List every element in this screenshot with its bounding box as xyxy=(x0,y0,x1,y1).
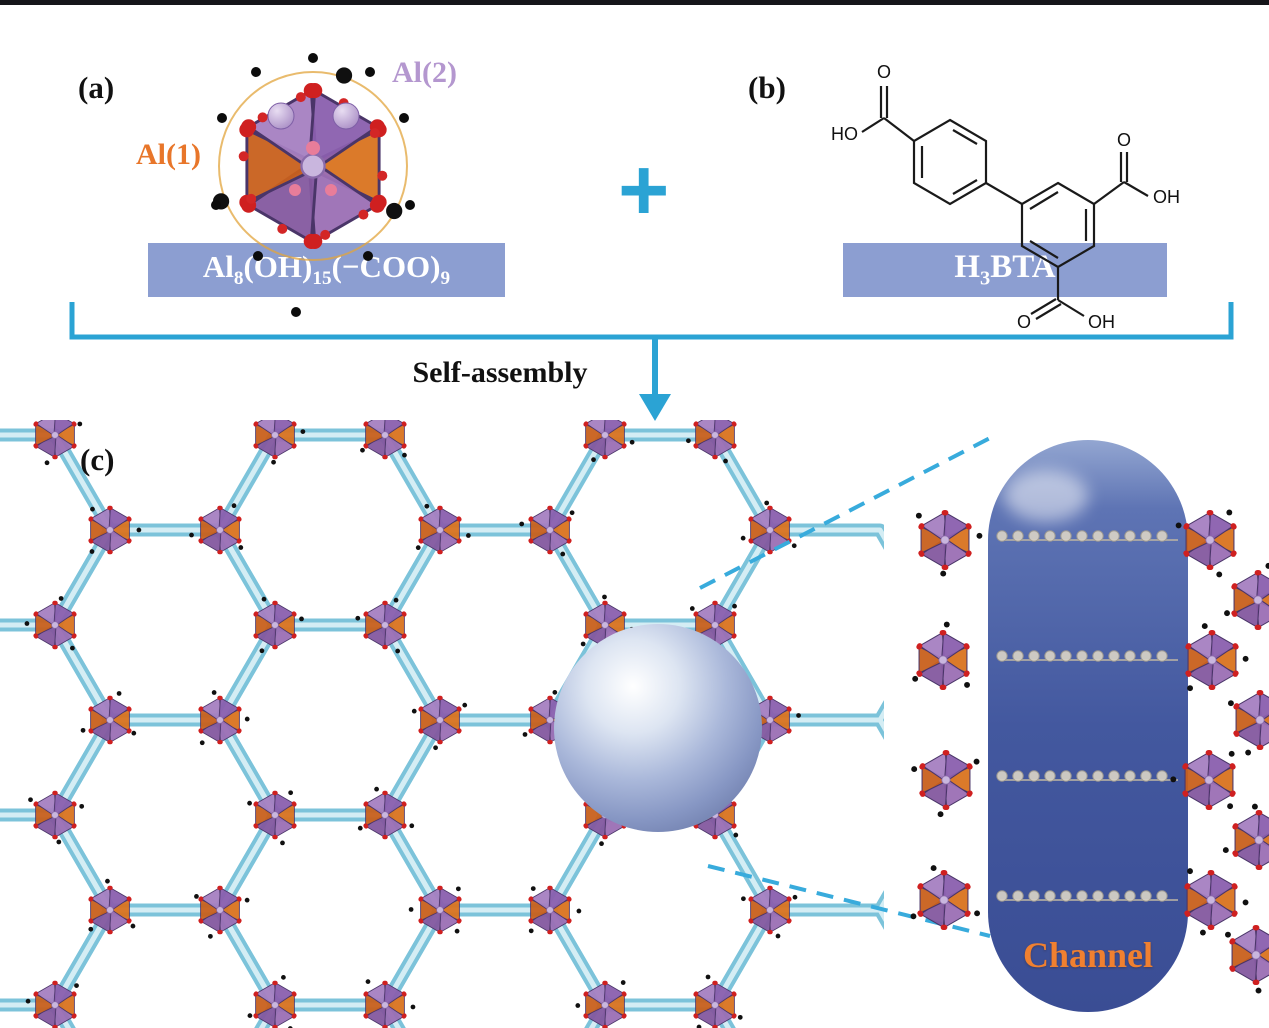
linker-name-banner: H3BTA xyxy=(843,243,1167,297)
bond-lines xyxy=(861,86,1149,320)
al-cluster-glyph xyxy=(88,878,136,935)
panel-a-label: (a) xyxy=(78,70,115,105)
al-cluster-glyph xyxy=(1184,868,1249,936)
linker-part: H xyxy=(954,249,981,286)
organic-linker-chain xyxy=(996,770,1178,782)
al-cluster-glyph xyxy=(686,420,737,464)
pore-guest-sphere xyxy=(554,624,762,832)
al-cluster-glyph xyxy=(33,420,83,466)
al-cluster-glyph xyxy=(247,974,297,1028)
panel-b-label: (b) xyxy=(748,70,786,105)
organic-linker-chain xyxy=(996,530,1178,542)
al-cluster-glyph xyxy=(583,420,635,463)
cluster-formula: Al8(OH)15(−COO)9 xyxy=(203,249,450,290)
al-cluster-glyph xyxy=(1175,509,1237,578)
al-cluster-glyph xyxy=(1222,803,1269,871)
al-cluster-glyph xyxy=(1227,689,1269,756)
al-cluster-glyph xyxy=(741,885,798,939)
plus-sign: + xyxy=(618,140,670,239)
linker-part: BTA xyxy=(990,249,1056,286)
down-arrowhead xyxy=(639,394,671,421)
al1-site-label: Al(1) xyxy=(136,138,201,171)
al-cluster-glyph xyxy=(912,621,970,691)
al-cluster-glyph xyxy=(411,695,468,751)
h3bta-molecule: O HO O OH O OH xyxy=(831,62,1180,332)
al-cluster-glyph xyxy=(80,691,137,745)
formula-part: (−COO) xyxy=(331,249,441,285)
al-cluster-glyph xyxy=(528,885,582,935)
ho-atom-label: HO xyxy=(831,124,858,144)
al-cluster-glyph xyxy=(88,505,142,555)
o-atom-label: O xyxy=(1017,312,1031,332)
o-atom-label: O xyxy=(877,62,891,82)
linker-name: H3BTA xyxy=(954,249,1055,291)
al-cluster-glyph xyxy=(740,500,797,555)
al-cluster-glyph xyxy=(194,885,250,939)
top-border xyxy=(0,0,1269,5)
al-cluster-glyph xyxy=(189,503,244,555)
al-cluster-glyph xyxy=(355,597,407,654)
oh-atom-label: OH xyxy=(1153,187,1180,207)
self-assembly-label: Self-assembly xyxy=(412,356,588,389)
linker-sub: 3 xyxy=(980,267,991,290)
al-cluster-glyph xyxy=(363,979,416,1028)
al2-site-label: Al(2) xyxy=(392,56,457,89)
al-cluster-glyph xyxy=(357,786,415,840)
al-cluster-glyph xyxy=(911,749,980,818)
formula-sub: 8 xyxy=(233,268,244,290)
oh-atom-label: OH xyxy=(1088,312,1115,332)
panel-c-label: (c) xyxy=(80,442,115,477)
formula-part: Al xyxy=(202,249,234,285)
al-cluster-glyph xyxy=(360,420,407,460)
cluster-formula-banner: Al8(OH)15(−COO)9 xyxy=(148,243,505,297)
al-cluster-glyph xyxy=(910,865,981,931)
capsule-highlight xyxy=(1004,470,1088,522)
al-cluster-glyph xyxy=(915,509,983,577)
formula-sub: 9 xyxy=(440,268,451,290)
al-cluster-glyph xyxy=(253,420,306,465)
al-cluster-glyph xyxy=(408,885,462,935)
al8-cluster-art xyxy=(211,53,415,317)
al-cluster-glyph xyxy=(693,974,743,1028)
al-cluster-glyph xyxy=(212,67,403,249)
formula-sub: 15 xyxy=(312,268,332,290)
channel-label: Channel xyxy=(1022,935,1154,975)
al-cluster-glyph xyxy=(25,980,79,1028)
o-atom-label: O xyxy=(1117,130,1131,150)
organic-linker-chain xyxy=(996,890,1178,902)
al-cluster-glyph xyxy=(1224,562,1269,631)
combine-bracket xyxy=(69,302,1234,398)
al-cluster-glyph xyxy=(519,505,575,557)
al-cluster-glyph xyxy=(1185,623,1249,692)
al-cluster-glyph xyxy=(198,690,250,746)
al-cluster-glyph xyxy=(415,503,471,555)
organic-linker-chain xyxy=(996,650,1178,662)
al-cluster-glyph xyxy=(28,790,85,845)
al-cluster-glyph xyxy=(24,596,77,651)
channel-view xyxy=(910,440,1269,1012)
al-cluster-glyph xyxy=(247,790,297,846)
al-cluster-glyph xyxy=(1225,924,1269,994)
channel-capsule xyxy=(988,440,1188,1012)
honeycomb-framework xyxy=(0,420,884,1028)
al-cluster-glyph xyxy=(1170,749,1236,811)
al-cluster-glyph xyxy=(253,596,304,654)
zoom-dash-bottom xyxy=(707,864,991,938)
al-cluster-glyph xyxy=(575,980,627,1028)
